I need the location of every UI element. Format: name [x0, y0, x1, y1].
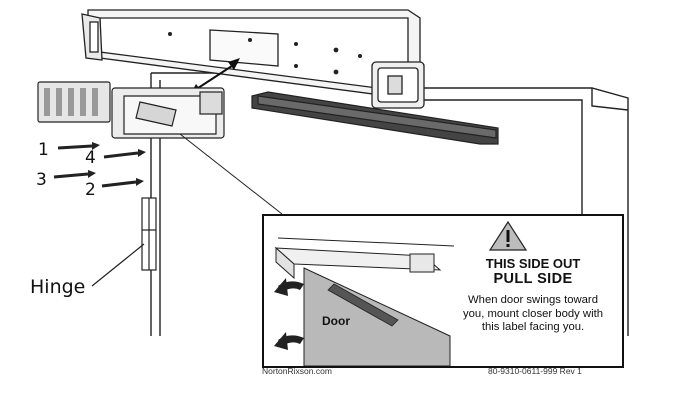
screw-label-3: 3	[36, 170, 47, 190]
hinge	[141, 197, 157, 271]
mini-closer	[274, 237, 455, 280]
closer-body	[37, 81, 225, 139]
swing-arrow-icon-2	[274, 332, 304, 350]
warning-triangle-icon	[488, 220, 528, 251]
screw-1	[57, 142, 100, 150]
screw-4	[103, 149, 146, 159]
this-side-out-heading: THIS SIDE OUT	[485, 256, 581, 271]
mounting-plate	[81, 9, 425, 109]
screw-3	[53, 170, 96, 179]
pull-side-heading: PULL SIDE	[493, 271, 573, 287]
hinge-label: Hinge	[30, 276, 86, 298]
door-label: Door	[322, 314, 350, 328]
screw-2	[101, 178, 144, 188]
pull-side-label-callout	[262, 214, 624, 368]
screw-label-2: 2	[85, 180, 96, 200]
callout-illustration	[274, 220, 528, 366]
screw-label-1: 1	[38, 140, 49, 160]
screw-label-4: 4	[85, 148, 96, 168]
hinge-pointer-line	[91, 243, 145, 287]
website-text: NortonRixson.com	[262, 366, 332, 376]
part-number: 80-9310-0611-999 Rev 1	[488, 366, 582, 376]
swing-arrow-icon	[274, 278, 304, 296]
mounting-instruction: When door swings toward you, mount close…	[462, 294, 604, 334]
closer-track	[251, 91, 499, 145]
callout-leader-line	[179, 133, 283, 215]
mini-arm	[327, 283, 399, 327]
